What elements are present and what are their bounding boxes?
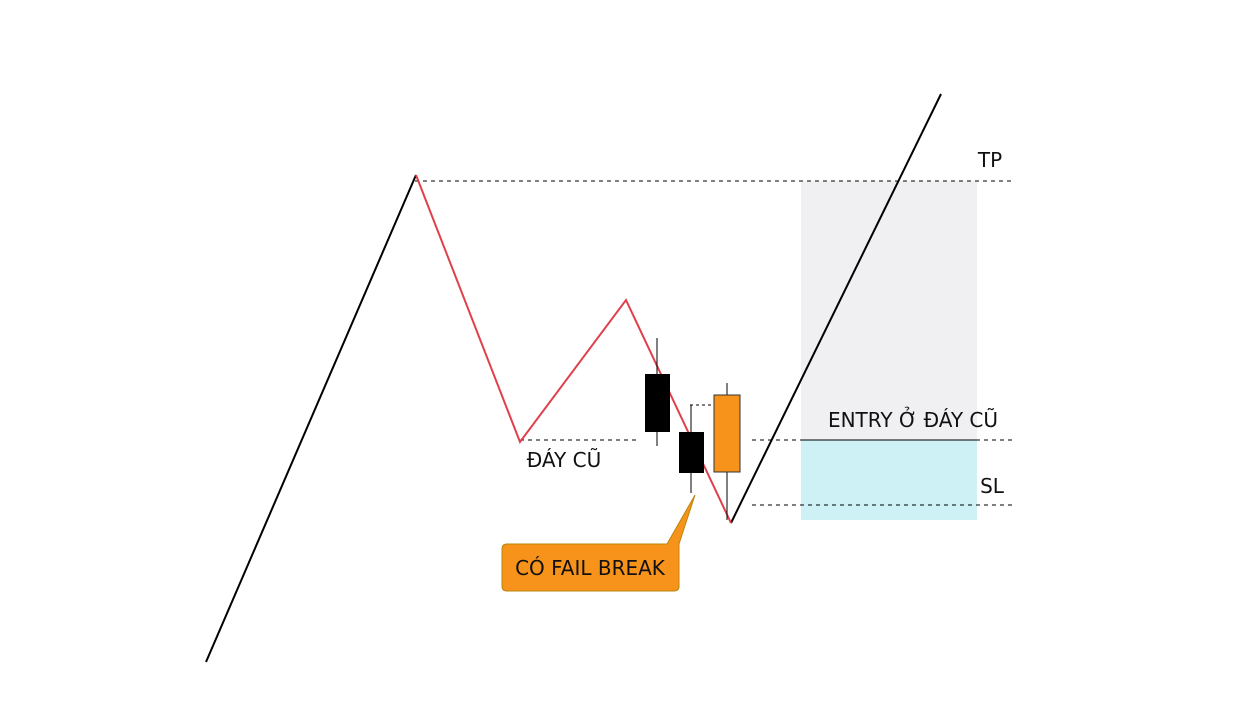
- bear-candle-2: [679, 405, 704, 493]
- bear-candle-1: [645, 338, 670, 446]
- uptrend-line-right: [730, 93, 942, 524]
- old-bottom-label: ĐÁY CŨ: [527, 448, 601, 472]
- callout-text: CÓ FAIL BREAK: [515, 556, 666, 580]
- entry-label: ENTRY Ở ĐÁY CŨ: [828, 407, 998, 432]
- sl-label: SL: [980, 474, 1005, 498]
- price-pattern-line: [415, 174, 732, 524]
- sl-zone: [801, 440, 977, 520]
- uptrend-line-left: [205, 174, 417, 663]
- fail-break-callout: CÓ FAIL BREAK: [501, 494, 696, 592]
- tp-zone: [801, 181, 977, 440]
- tp-label: TP: [977, 148, 1002, 172]
- bull-candle: [713, 383, 741, 520]
